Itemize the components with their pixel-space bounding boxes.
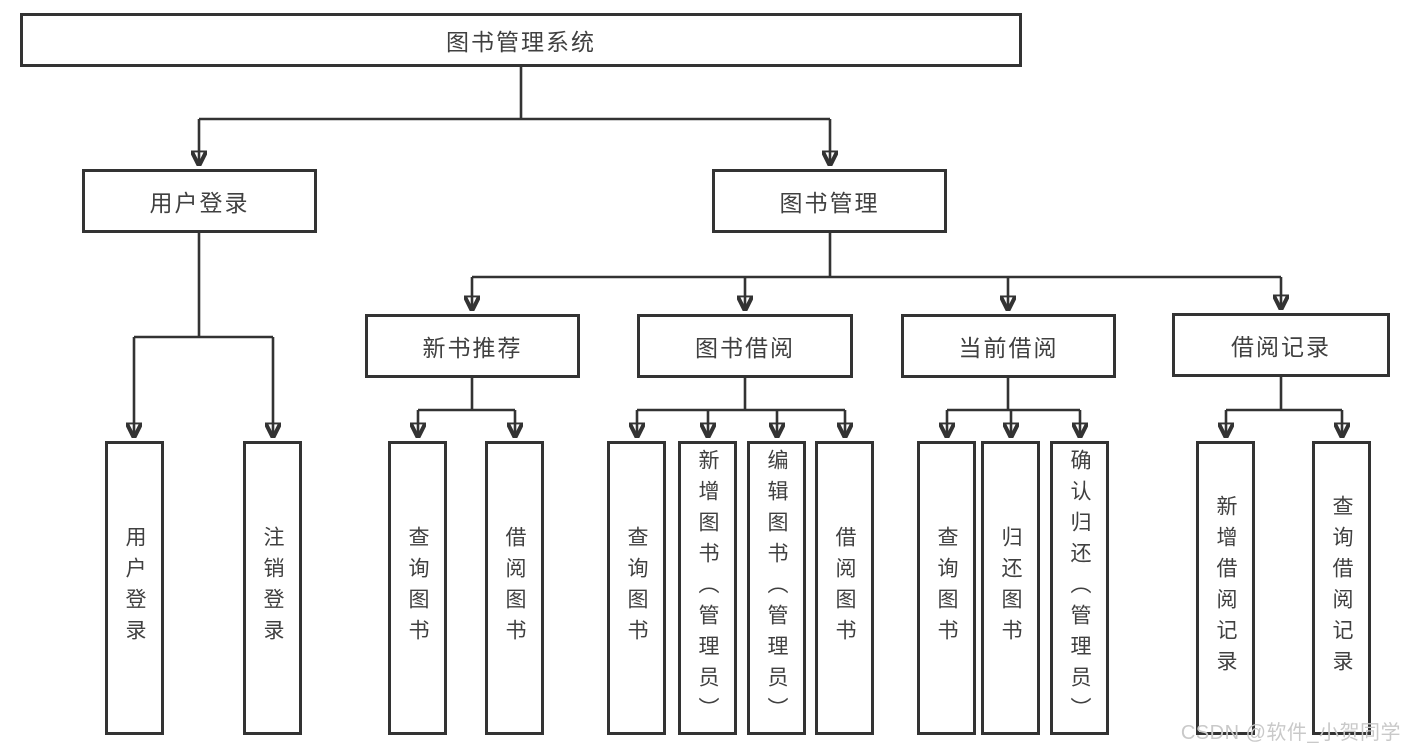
watermark: CSDN @软件_小贺同学 — [1180, 722, 1401, 744]
node-label: 查询图书 — [935, 526, 958, 650]
node-label: 用户登录 — [123, 526, 146, 650]
node-label: 查询图书 — [625, 526, 648, 650]
node-label: 查询图书 — [406, 526, 429, 650]
node-label: 新增借阅记录 — [1214, 495, 1237, 681]
node-leaf-query-books-3: 查询图书 — [917, 441, 976, 735]
node-leaf-user-login: 用户登录 — [105, 441, 164, 735]
node-book-borrowing: 图书借阅 — [637, 314, 853, 378]
node-new-book-recommendation: 新书推荐 — [365, 314, 580, 378]
node-leaf-borrow-books-2: 借阅图书 — [815, 441, 874, 735]
node-leaf-edit-books-admin: 编辑图书（管理员） — [747, 441, 806, 735]
node-leaf-logout: 注销登录 — [243, 441, 302, 735]
node-leaf-add-borrow-record: 新增借阅记录 — [1196, 441, 1255, 735]
node-borrowing-records: 借阅记录 — [1172, 313, 1390, 377]
node-current-borrowing: 当前借阅 — [901, 314, 1116, 378]
node-label: 借阅图书 — [833, 526, 856, 650]
node-label: 图书管理 — [779, 190, 880, 216]
node-label: 图书借阅 — [695, 335, 795, 361]
node-leaf-query-borrow-record: 查询借阅记录 — [1312, 441, 1371, 735]
node-leaf-query-books-1: 查询图书 — [388, 441, 447, 735]
node-leaf-query-books-2: 查询图书 — [607, 441, 666, 735]
node-label: 新书推荐 — [422, 335, 523, 361]
node-leaf-return-books: 归还图书 — [981, 441, 1040, 735]
node-label: 用户登录 — [149, 190, 250, 216]
node-leaf-confirm-return-admin: 确认归还（管理员） — [1050, 441, 1109, 735]
connector-group — [134, 67, 1342, 438]
node-book-management: 图书管理 — [712, 169, 947, 233]
node-label: 归还图书 — [999, 526, 1022, 650]
node-label: 借阅记录 — [1231, 334, 1331, 360]
node-label: 借阅图书 — [503, 526, 526, 650]
node-label: 查询借阅记录 — [1330, 495, 1353, 681]
node-leaf-add-books-admin: 新增图书（管理员） — [678, 441, 737, 735]
node-label: 图书管理系统 — [446, 29, 596, 55]
node-label: 确认归还（管理员） — [1068, 448, 1091, 728]
node-label: 当前借阅 — [958, 335, 1059, 361]
node-label: 注销登录 — [261, 526, 284, 650]
node-label: 新增图书（管理员） — [696, 448, 719, 728]
node-user-login: 用户登录 — [82, 169, 317, 233]
node-label: 编辑图书（管理员） — [765, 448, 788, 728]
node-library-management-system: 图书管理系统 — [20, 13, 1022, 67]
node-leaf-borrow-books-1: 借阅图书 — [485, 441, 544, 735]
